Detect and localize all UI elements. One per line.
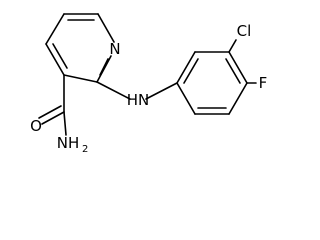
pyridine-ring <box>45 13 115 83</box>
bond-c4p-c5p <box>228 82 248 115</box>
bond-c1p-c2p <box>176 51 196 84</box>
bond-c3p-c4p <box>228 51 248 84</box>
bond-carbonyl-o <box>41 111 65 125</box>
molecule-diagram: N HN O NH 2 Cl F <box>30 13 268 153</box>
amide-n-label: NH <box>57 134 80 152</box>
bond-c4-c3-inner <box>52 43 68 69</box>
bond-nh-c1prime <box>145 82 178 100</box>
phenyl-ring <box>176 51 248 115</box>
bond-c6p-c1p <box>176 82 196 115</box>
carboxamide-group <box>38 74 67 136</box>
amide-n-subscript: 2 <box>82 144 88 153</box>
bond-carbonyl-o-double <box>38 105 62 119</box>
pyridine-n-label: N <box>109 40 120 58</box>
bond-c5-c4 <box>45 13 65 45</box>
bond-n1-c6 <box>97 13 115 43</box>
bond-c3p-c4p-inner <box>225 58 241 84</box>
bond-c2-n1-inner <box>99 58 109 76</box>
fluorine-label: F <box>259 74 268 92</box>
bond-c1p-c2p-inner <box>183 58 199 84</box>
bond-c3-c2 <box>63 74 98 83</box>
molecule-structure: N HN O NH 2 Cl F <box>30 13 268 153</box>
carbonyl-o-label: O <box>30 117 42 135</box>
bond-c4-c3 <box>45 43 65 76</box>
chlorine-label: Cl <box>237 22 252 40</box>
bond-carbonyl-n <box>63 111 67 136</box>
amine-linker <box>96 81 178 100</box>
bond-c2-n1 <box>96 55 112 83</box>
bond-c2-nh <box>96 81 131 100</box>
amine-nh-label: HN <box>127 91 150 109</box>
bond-c3p-cl <box>228 39 237 53</box>
